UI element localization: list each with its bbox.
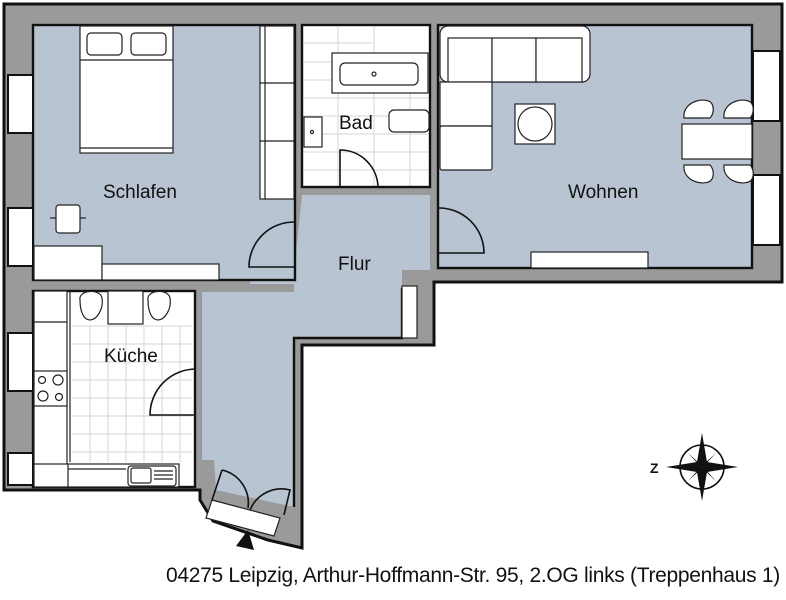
door-bad bbox=[339, 149, 379, 189]
bad-furniture bbox=[303, 52, 430, 148]
compass-rose-icon: Z bbox=[650, 433, 738, 501]
toilet bbox=[388, 109, 430, 133]
tv-board bbox=[530, 251, 649, 269]
entrance-door-right bbox=[249, 488, 291, 516]
sideboard bbox=[101, 263, 220, 281]
address-caption: 04275 Leipzig, Arthur-Hoffmann-Str. 95, … bbox=[165, 564, 780, 587]
entrance-threshold bbox=[205, 499, 281, 537]
sofa-corner-2 bbox=[439, 125, 493, 171]
door-kueche bbox=[149, 368, 197, 416]
sofa-seat-3 bbox=[535, 37, 583, 83]
windows bbox=[7, 50, 781, 486]
window-wohnen-1 bbox=[752, 50, 781, 122]
window-kueche-2 bbox=[7, 452, 34, 486]
label-wohnen: Wohnen bbox=[568, 182, 638, 203]
sofa-corner-1 bbox=[439, 81, 493, 127]
dining-table bbox=[681, 123, 753, 160]
room-labels: Schlafen Bad Wohnen Flur Küche bbox=[103, 113, 638, 367]
door-schlafen bbox=[248, 221, 295, 268]
label-flur: Flur bbox=[338, 254, 371, 275]
pillow-left bbox=[86, 32, 123, 56]
window-wohnen-2 bbox=[752, 174, 781, 246]
chair-icon bbox=[50, 204, 86, 234]
dining-chairs bbox=[683, 99, 754, 184]
bathtub-basin bbox=[339, 62, 419, 86]
kueche-furniture bbox=[33, 290, 180, 488]
kitchen-table bbox=[107, 290, 144, 325]
compass-label: Z bbox=[650, 460, 659, 476]
sofa-seat-2 bbox=[491, 37, 537, 83]
label-kueche: Küche bbox=[104, 346, 158, 367]
kueche-tile-grid bbox=[72, 325, 192, 462]
schlafen-furniture bbox=[33, 25, 295, 281]
flur-cabinet bbox=[401, 285, 418, 339]
window-schlafen-2 bbox=[7, 207, 34, 267]
wardrobe bbox=[259, 25, 295, 200]
dresser bbox=[33, 245, 103, 281]
sofa-seat-1 bbox=[447, 37, 493, 83]
coffee-table-round bbox=[517, 106, 553, 142]
room-bad bbox=[302, 25, 430, 187]
wohnen-furniture bbox=[439, 25, 754, 269]
label-bad: Bad bbox=[339, 113, 373, 134]
label-schlafen: Schlafen bbox=[103, 182, 177, 203]
door-wohnen bbox=[437, 207, 485, 254]
triangle-entrance-icon bbox=[236, 530, 254, 550]
doors bbox=[149, 149, 485, 537]
room-flur bbox=[202, 195, 430, 507]
window-kueche-1 bbox=[7, 332, 34, 392]
entrance-door-left bbox=[211, 469, 250, 509]
pillow-right bbox=[130, 32, 167, 56]
window-schlafen-1 bbox=[7, 74, 34, 134]
